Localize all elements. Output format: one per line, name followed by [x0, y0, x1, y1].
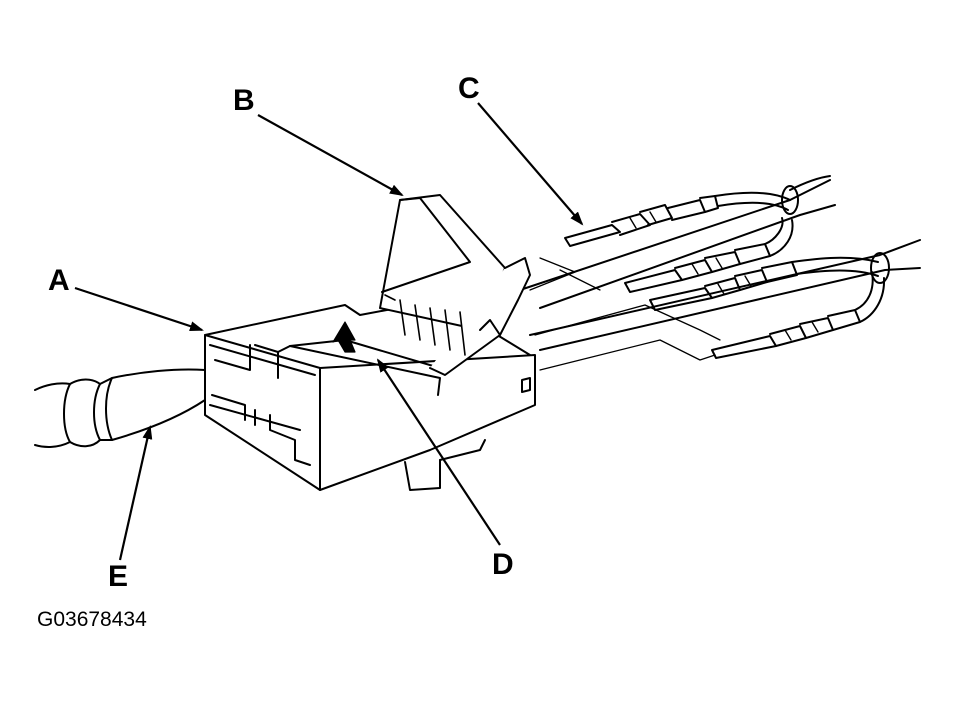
terminal-guide-lines [529, 257, 721, 371]
terminal-3 [649, 256, 879, 311]
callout-label-d: D [492, 548, 514, 581]
leader-line-e [118, 425, 153, 561]
lower-wire-bundle [529, 239, 921, 351]
release-direction-arrow [332, 321, 356, 353]
leader-line-d [376, 358, 501, 546]
leader-line-a [74, 286, 204, 332]
terminal-2 [624, 217, 794, 293]
callout-label-a: A [48, 264, 70, 297]
terminal-4 [711, 271, 886, 359]
callout-label-b: B [233, 84, 255, 117]
leader-line-c [477, 102, 584, 226]
connector-housing [204, 299, 536, 491]
leader-line-b [257, 114, 404, 196]
figure-id: G03678434 [37, 608, 147, 631]
terminal-retainer [379, 194, 531, 376]
callout-label-c: C [458, 72, 480, 105]
terminal-1 [564, 191, 791, 247]
callout-label-e: E [108, 560, 129, 593]
